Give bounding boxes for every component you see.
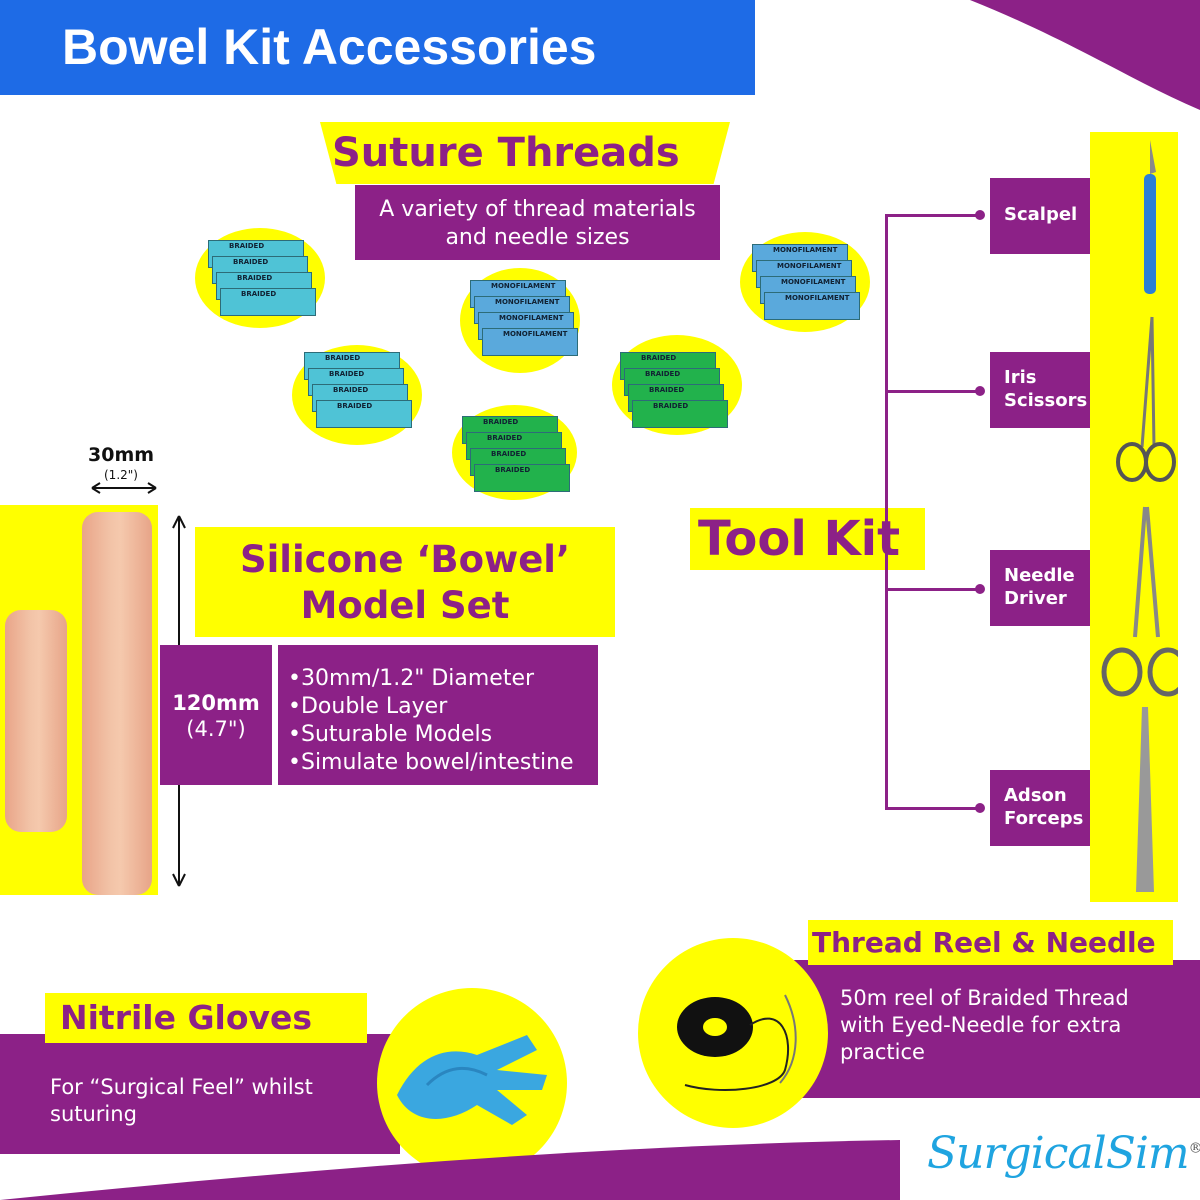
gloves-description: For “Surgical Feel” whilst suturing: [0, 1034, 400, 1154]
feature-item: •Simulate bowel/intestine: [288, 750, 574, 775]
suture-pack: BRAIDED: [316, 400, 412, 428]
tool-label-needle-driver: Needle Driver: [990, 550, 1090, 626]
suture-pack: BRAIDED: [632, 400, 728, 428]
feature-item: •Double Layer: [288, 694, 448, 719]
short-bowel-tube: [5, 610, 67, 832]
page-title: Bowel Kit Accessories: [62, 19, 597, 75]
nitrile-gloves-title: Nitrile Gloves: [45, 993, 367, 1043]
suture-threads-subtitle: A variety of thread materials and needle…: [355, 185, 720, 260]
long-bowel-tube: [82, 512, 152, 895]
feature-item: •30mm/1.2" Diameter: [288, 666, 535, 691]
thread-reel-description: 50m reel of Braided Thread with Eyed-Nee…: [775, 960, 1200, 1098]
tool-bracket-line: [885, 214, 888, 809]
brand-logo: SurgicalSim®: [927, 1128, 1200, 1179]
tool-label-iris-scissors: Iris Scissors: [990, 352, 1090, 428]
tool-label-adson-forceps: Adson Forceps: [990, 770, 1090, 846]
width-sublabel: (1.2"): [104, 468, 138, 482]
suture-pack: MONOFILAMENT: [482, 328, 578, 356]
bowel-features-list: •30mm/1.2" Diameter •Double Layer •Sutur…: [278, 645, 598, 785]
thread-reel-title: Thread Reel & Needle: [808, 920, 1173, 965]
scissors-icon: [1116, 316, 1176, 482]
page-title-banner: Bowel Kit Accessories: [0, 0, 755, 95]
silicone-bowel-title: Silicone ‘Bowel’ Model Set: [195, 527, 615, 637]
needle-driver-icon: [1101, 506, 1178, 697]
scalpel-icon: [1150, 140, 1156, 174]
tool-kit-title: Tool Kit: [690, 508, 925, 570]
forceps-icon: [1136, 707, 1154, 892]
suture-pack: MONOFILAMENT: [764, 292, 860, 320]
top-right-swoosh: [970, 0, 1200, 110]
thread-reel-icon: [677, 994, 797, 1091]
tool-label-scalpel: Scalpel: [990, 178, 1090, 254]
tool-illustrations: [1101, 140, 1178, 892]
tool-image-strip: [1090, 132, 1178, 902]
suture-threads-title: Suture Threads: [320, 122, 730, 184]
suture-pack: BRAIDED: [474, 464, 570, 492]
width-label: 30mm: [88, 444, 155, 466]
length-measurement: 120mm (4.7"): [160, 645, 272, 785]
feature-item: •Suturable Models: [288, 722, 493, 747]
gloves-icon: [397, 1035, 547, 1125]
width-arrow-icon: [91, 482, 157, 494]
suture-pack: BRAIDED: [220, 288, 316, 316]
bottom-swoosh: [0, 1140, 900, 1200]
